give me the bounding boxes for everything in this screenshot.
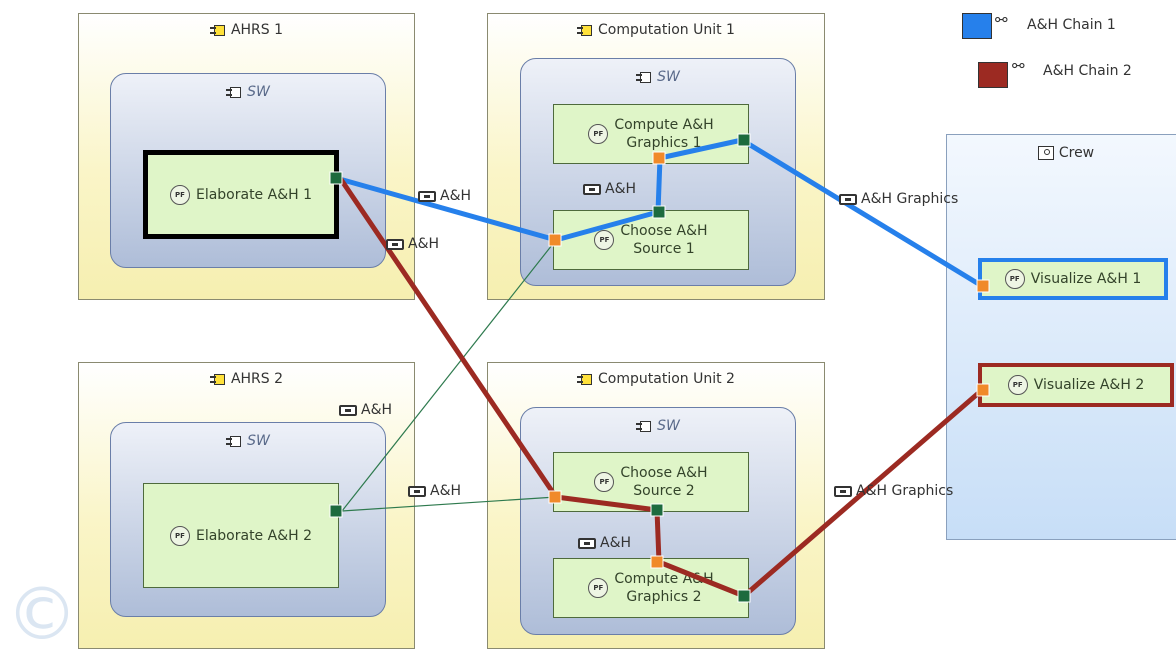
port-markers xyxy=(329,133,990,603)
port-in xyxy=(548,233,562,247)
pf-icon: PF xyxy=(169,525,190,546)
chain1-path xyxy=(335,137,984,289)
crew-actor[interactable]: Crew xyxy=(946,134,1176,540)
port-out xyxy=(652,205,666,219)
function-elaborate-ah-2[interactable]: PF Elaborate A&H 2 xyxy=(143,483,339,588)
legend-chain1-label: A&H Chain 1 xyxy=(1027,17,1116,33)
copyright-watermark: © xyxy=(6,572,78,656)
function-label: Elaborate A&H 2 xyxy=(195,527,313,544)
sw-component-icon xyxy=(636,71,652,84)
pf-icon: PF xyxy=(594,472,615,492)
port-out xyxy=(650,503,664,517)
chain-icon: ⚯ xyxy=(995,11,1008,29)
exchange-elab2-choose1 xyxy=(341,239,557,512)
pf-icon: PF xyxy=(588,124,609,144)
sw-title: SW xyxy=(247,433,270,449)
function-elaborate-ah-1[interactable]: PF Elaborate A&H 1 xyxy=(143,150,339,239)
exchange-icon xyxy=(386,238,404,250)
sw-component-icon xyxy=(636,420,652,433)
exchange-icon xyxy=(578,537,596,549)
ahrs2-title: AHRS 2 xyxy=(230,371,284,387)
function-visualize-ah-1[interactable]: PF Visualize A&H 1 xyxy=(978,258,1168,300)
node-component-icon xyxy=(209,24,226,37)
chain2-path xyxy=(337,176,984,599)
exchange-icon xyxy=(839,193,857,205)
sw-component-icon xyxy=(226,435,242,448)
exchange-label: A&H xyxy=(578,535,631,551)
port-out xyxy=(737,589,751,603)
exchange-label: A&H Graphics xyxy=(839,191,958,207)
node-component-icon xyxy=(577,373,593,386)
crew-title: Crew xyxy=(1058,145,1095,161)
exchange-icon xyxy=(408,485,426,497)
ahrs1-title: AHRS 1 xyxy=(230,22,284,38)
port-out xyxy=(329,171,343,185)
pf-icon: PF xyxy=(1007,375,1028,395)
exchange-label: A&H xyxy=(339,402,392,418)
exchange-icon xyxy=(418,190,436,202)
legend-chain2-swatch xyxy=(978,62,1008,88)
port-in xyxy=(548,490,562,504)
exchange-icon xyxy=(583,183,601,195)
exchange-label: A&H Graphics xyxy=(834,483,953,499)
exchange-elab2-choose2 xyxy=(341,496,557,512)
exchange-label: A&H xyxy=(386,236,439,252)
exchange-icon xyxy=(339,404,357,416)
pf-icon: PF xyxy=(169,184,190,205)
chain-icon: ⚯ xyxy=(1012,57,1025,75)
exchange-label: A&H xyxy=(408,483,461,499)
exchange-label: A&H xyxy=(418,188,471,204)
actor-icon xyxy=(1037,146,1054,160)
sw-component-icon xyxy=(226,86,242,99)
exchange-label: A&H xyxy=(583,181,636,197)
port-in xyxy=(976,279,990,293)
port-in xyxy=(650,555,664,569)
node-component-icon xyxy=(209,373,226,386)
sw-title: SW xyxy=(657,69,680,85)
cu1-title: Computation Unit 1 xyxy=(598,22,735,38)
sw-title: SW xyxy=(247,84,270,100)
port-out xyxy=(329,504,343,518)
legend-chain2-label: A&H Chain 2 xyxy=(1043,63,1132,79)
function-label: Elaborate A&H 1 xyxy=(195,186,313,203)
pf-icon: PF xyxy=(588,578,609,598)
port-out xyxy=(737,133,751,147)
pf-icon: PF xyxy=(1004,269,1025,289)
function-visualize-ah-2[interactable]: PF Visualize A&H 2 xyxy=(978,363,1174,407)
sw-title: SW xyxy=(657,418,680,434)
function-label: Visualize A&H 2 xyxy=(1033,377,1145,393)
cu2-title: Computation Unit 2 xyxy=(598,371,735,387)
port-in xyxy=(652,151,666,165)
function-label: Visualize A&H 1 xyxy=(1030,271,1142,287)
exchange-icon xyxy=(834,485,852,497)
node-component-icon xyxy=(577,24,593,37)
pf-icon: PF xyxy=(594,230,615,250)
port-in xyxy=(976,383,990,397)
legend-chain1-swatch xyxy=(962,13,992,39)
